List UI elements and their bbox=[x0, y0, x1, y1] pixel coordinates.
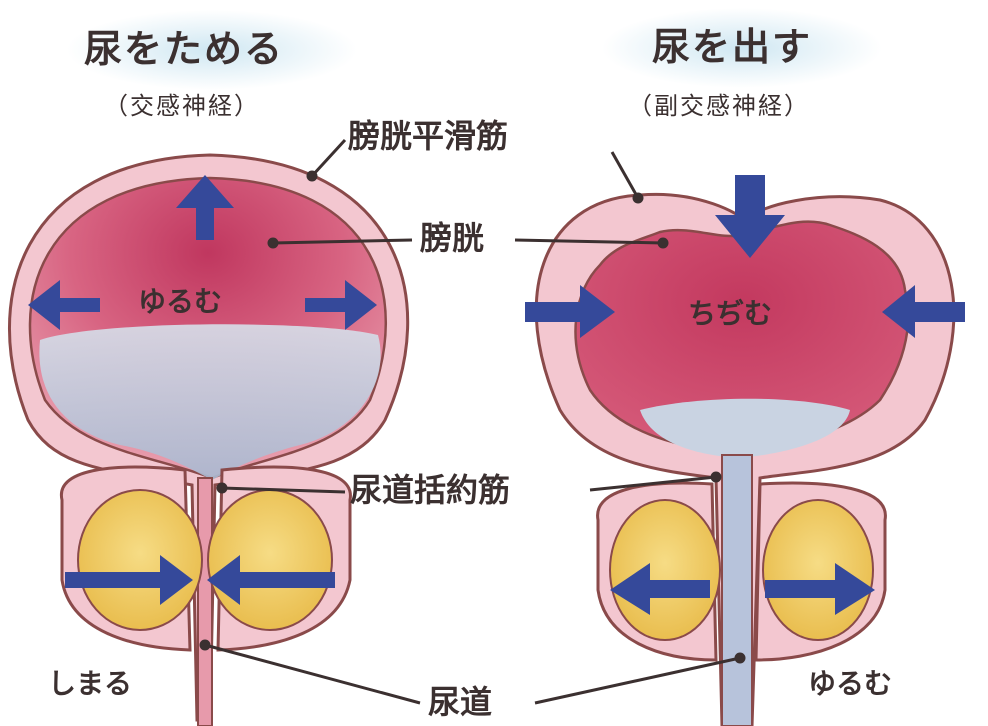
title-glow-left bbox=[67, 10, 357, 90]
arrow-up-icon bbox=[176, 175, 234, 240]
arrow-right-icon bbox=[305, 280, 377, 330]
title-store-urine: 尿をためる bbox=[84, 27, 285, 71]
arrow-outward-right-icon bbox=[765, 563, 875, 615]
nerve-parasympathetic: （副交感神経） bbox=[628, 92, 810, 120]
right-arrows bbox=[525, 175, 965, 615]
arrow-inward-left-icon bbox=[525, 285, 615, 338]
label-bladder: 膀胱 bbox=[420, 219, 485, 257]
state-bladder-contract: ちぢむ bbox=[688, 297, 773, 330]
arrow-down-icon bbox=[715, 175, 785, 258]
state-bladder-relax: ゆるむ bbox=[138, 285, 223, 318]
label-urethra: 尿道 bbox=[428, 683, 493, 721]
label-detrusor: 膀胱平滑筋 bbox=[348, 117, 509, 155]
title-release-urine: 尿を出す bbox=[652, 25, 813, 69]
arrow-left-icon bbox=[28, 280, 100, 330]
arrow-inward-right-icon bbox=[882, 285, 965, 338]
arrow-inward-left-icon bbox=[65, 555, 193, 605]
nerve-sympathetic: （交感神経） bbox=[104, 92, 260, 120]
title-glow-right bbox=[602, 8, 882, 88]
left-arrows bbox=[28, 175, 377, 605]
right-bladder bbox=[534, 192, 956, 726]
leader-lines bbox=[199, 138, 746, 705]
arrow-outward-left-icon bbox=[610, 563, 710, 615]
label-sphincter: 尿道括約筋 bbox=[350, 471, 511, 509]
arrow-inward-right-icon bbox=[207, 555, 335, 605]
state-sphincter-tighten: しまる bbox=[48, 667, 133, 700]
state-sphincter-relax: ゆるむ bbox=[808, 667, 893, 700]
